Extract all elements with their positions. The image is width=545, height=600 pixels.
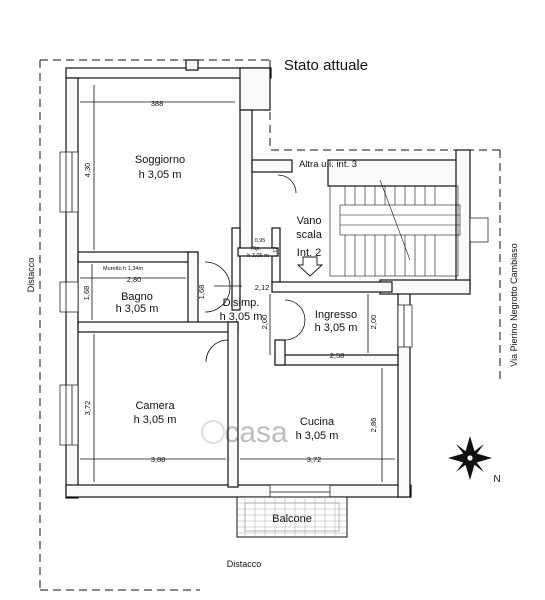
stair-well [329, 179, 461, 277]
watermark-text: casa [224, 416, 288, 449]
distacco-bottom-label: Distacco [227, 559, 262, 569]
dim-ingresso-width: 2,58 [330, 351, 345, 360]
other-unit-label: Altra u.i. int. 3 [299, 159, 357, 170]
bagno-height: h 3,05 m [116, 303, 159, 315]
dim-cucina-width: 3,72 [307, 455, 322, 464]
bagno-name: Bagno [121, 291, 153, 303]
dim-disimp-width: 2,12 [255, 283, 270, 292]
watermark: casa [201, 416, 288, 449]
camera-height: h 3,05 m [134, 414, 177, 426]
distacco-left-label: Distacco [26, 258, 36, 293]
vano-scala-line1: Vano [297, 215, 322, 227]
dim-rip-width: 0,95 [255, 238, 266, 244]
dim-rip-height: 1,12 [273, 247, 279, 258]
dimension-lines [80, 85, 395, 482]
north-label: N [493, 474, 500, 485]
windows [59, 151, 489, 500]
dim-camera-width: 3,88 [151, 455, 166, 464]
camera-name: Camera [135, 400, 175, 412]
plan-title: Stato attuale [284, 57, 368, 74]
compass-rose-icon [448, 436, 492, 480]
vano-scala-line2: scala [296, 229, 323, 241]
vano-scala-line3: Int. 2 [297, 247, 321, 259]
dim-camera-height: 3,72 [83, 401, 92, 416]
street-label: Via Pierino Negrotto Cambiaso [509, 243, 519, 366]
ripostiglio-height: h 3,05 m [247, 253, 269, 259]
ingresso-name: Ingresso [315, 309, 357, 321]
upper-walls [65, 59, 272, 111]
dim-soggiorno-width: 388 [151, 99, 164, 108]
dim-disimp-height: 2,00 [260, 315, 269, 330]
disimpegno-height: h 3,05 m [220, 311, 263, 323]
ripostiglio-name: Rip. [251, 246, 261, 252]
dim-bagno-width: 2,80 [127, 275, 142, 284]
dim-cucina-height: 2,86 [369, 418, 378, 433]
disimpegno-name: Disimp. [223, 297, 260, 309]
entry-arrow-icon [296, 256, 324, 277]
ingresso-height: h 3,05 m [315, 322, 358, 334]
soggiorno-name: Soggiorno [135, 154, 185, 166]
cucina-height: h 3,05 m [296, 430, 339, 442]
soggiorno-height: h 3,05 m [139, 169, 182, 181]
balcony [236, 496, 348, 538]
dim-muretto: Muretto h 1,34m [103, 266, 143, 272]
cucina-name: Cucina [300, 416, 335, 428]
dim-bagno-height: 1,68 [82, 286, 91, 301]
interior-walls [77, 227, 399, 488]
dim-soggiorno-height: 4,30 [83, 163, 92, 178]
dim-bagno-height-2: 1,68 [197, 285, 206, 300]
doors [204, 174, 306, 363]
dim-ingresso-height: 2,00 [369, 315, 378, 330]
balcone-name: Balcone [272, 513, 312, 525]
